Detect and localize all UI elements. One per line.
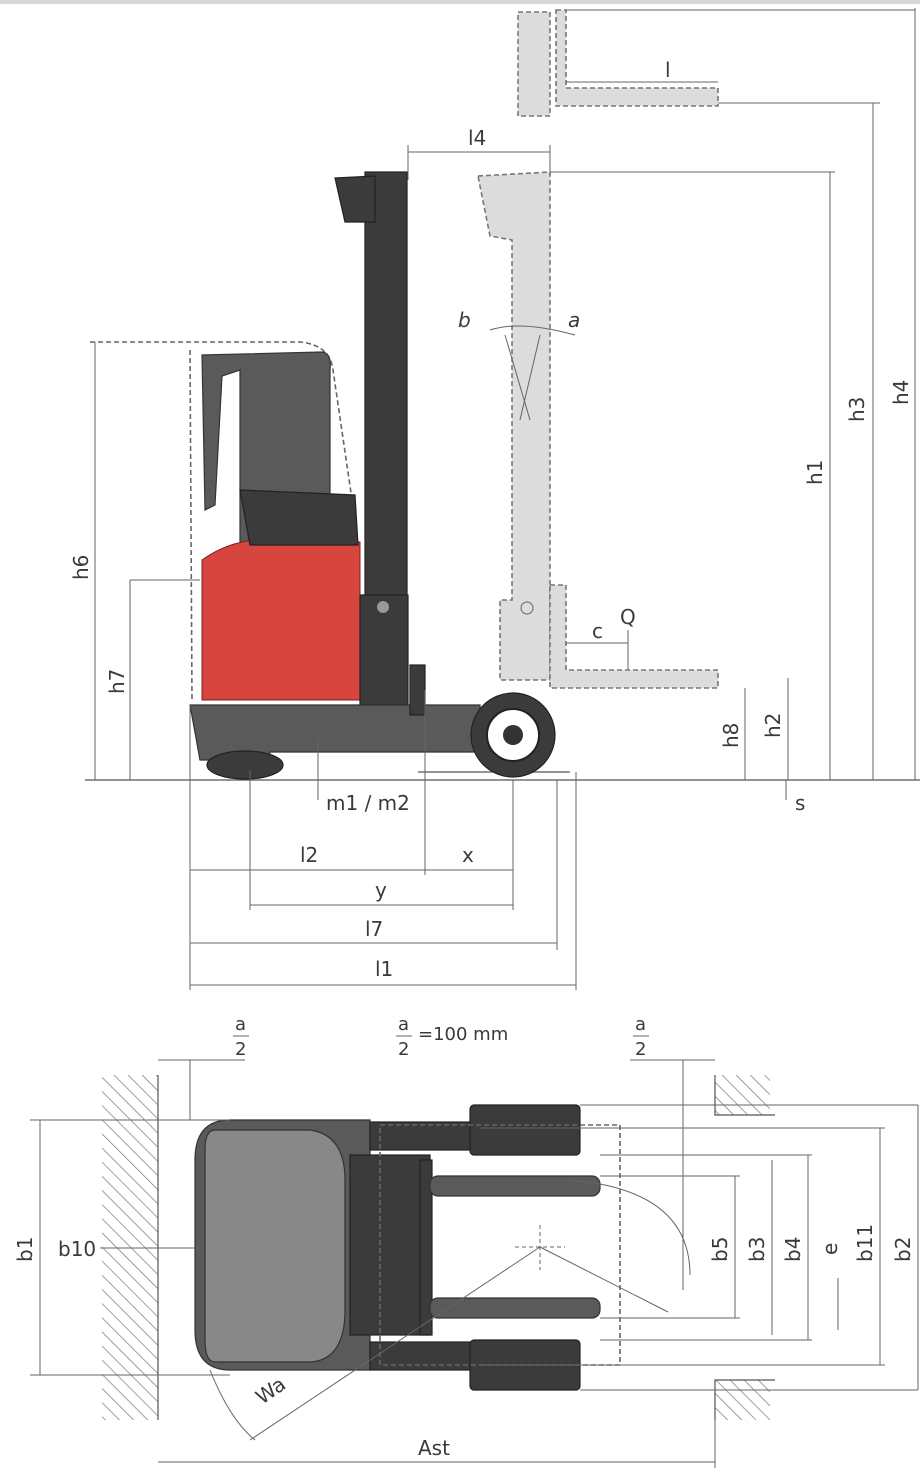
label-l1: l1 xyxy=(375,957,393,981)
tilt-line-b xyxy=(504,334,531,421)
turning-arc-front xyxy=(569,1179,691,1276)
side-view: l l4 b a h6 h7 h1 h3 h4 h8 h2 c Q s m1 /… xyxy=(69,8,920,990)
extended-mast-pin xyxy=(520,601,534,615)
reach-leg-top xyxy=(369,1121,481,1151)
label-l2: l2 xyxy=(300,843,318,867)
label-Ast: Ast xyxy=(418,1436,450,1460)
tilt-line-a xyxy=(519,334,541,421)
label-b4: b4 xyxy=(781,1237,805,1262)
seat-console xyxy=(239,489,359,546)
right-wall-upper xyxy=(715,1075,770,1115)
overhead-guard-ghost xyxy=(90,341,356,521)
label-m1m2: m1 / m2 xyxy=(326,791,410,815)
label-l: l xyxy=(665,58,671,82)
label-a2-right-num: a xyxy=(635,1014,646,1035)
label-h8: h8 xyxy=(719,723,743,748)
rear-ghost-line xyxy=(189,349,193,701)
extended-mast xyxy=(477,171,551,681)
top-border xyxy=(0,0,920,4)
label-e: e xyxy=(818,1243,842,1255)
label-b2: b2 xyxy=(891,1237,915,1262)
carriage-block xyxy=(359,594,409,706)
chassis-base xyxy=(189,704,481,761)
label-b5: b5 xyxy=(708,1237,732,1262)
label-h3: h3 xyxy=(845,397,869,422)
label-h4: h4 xyxy=(889,380,913,405)
front-wheel-center xyxy=(503,725,523,745)
right-wall-lower-edge xyxy=(714,1379,775,1420)
label-l4: l4 xyxy=(468,126,486,150)
front-wheel-top xyxy=(469,1104,581,1156)
label-Q: Q xyxy=(620,605,636,629)
reach-leg-bottom xyxy=(369,1341,481,1371)
label-a-note: =100 mm xyxy=(418,1024,508,1045)
truck-body xyxy=(189,171,570,780)
tilt-arc xyxy=(489,325,576,336)
label-b11: b11 xyxy=(853,1224,877,1262)
wa-arc xyxy=(209,1369,256,1441)
top-view: a 2 a 2 =100 mm a 2 b1 b10 b5 b3 b4 e b1… xyxy=(13,1014,919,1468)
wa-radius-line xyxy=(249,1246,541,1441)
mast-top-view xyxy=(349,1154,431,1336)
right-wall-lower xyxy=(715,1380,770,1420)
label-h1: h1 xyxy=(803,460,827,485)
fork-carriage-top xyxy=(419,1159,433,1336)
fork-tine-lower xyxy=(429,1297,601,1319)
extended-mast-ghost xyxy=(477,171,719,689)
label-l7: l7 xyxy=(365,917,383,941)
label-a2-mid-num: a xyxy=(398,1014,409,1035)
label-a2-left-num: a xyxy=(235,1014,246,1035)
extended-fork xyxy=(549,584,719,689)
label-h7: h7 xyxy=(105,669,129,694)
reach-leg xyxy=(409,664,426,716)
raised-fork xyxy=(555,9,719,107)
label-h6: h6 xyxy=(69,555,93,580)
label-a2-mid-den: 2 xyxy=(398,1039,409,1060)
chassis-red xyxy=(201,539,361,701)
fork-tine-upper xyxy=(429,1175,601,1197)
label-y: y xyxy=(375,878,387,902)
label-a2-left-den: 2 xyxy=(235,1039,246,1060)
overhead-guard-top xyxy=(204,1129,346,1363)
label-c: c xyxy=(592,619,603,643)
label-b: b xyxy=(458,308,471,332)
label-Wa: Wa xyxy=(251,1372,290,1409)
right-wall-upper-edge xyxy=(714,1075,775,1116)
carriage-pin xyxy=(377,601,389,613)
label-a2-right-den: 2 xyxy=(635,1039,646,1060)
label-b3: b3 xyxy=(745,1237,769,1262)
raised-carriage-ghost xyxy=(517,9,719,117)
raised-mast-section xyxy=(517,11,551,117)
label-a-angle: a xyxy=(568,308,580,332)
label-s: s xyxy=(795,791,805,815)
label-b1: b1 xyxy=(13,1237,37,1262)
turning-radius-line xyxy=(539,1246,669,1313)
label-x: x xyxy=(462,843,474,867)
label-h2: h2 xyxy=(761,713,785,738)
mast-top-head xyxy=(334,175,376,223)
rear-wheel xyxy=(206,750,284,780)
label-b10: b10 xyxy=(58,1237,96,1261)
